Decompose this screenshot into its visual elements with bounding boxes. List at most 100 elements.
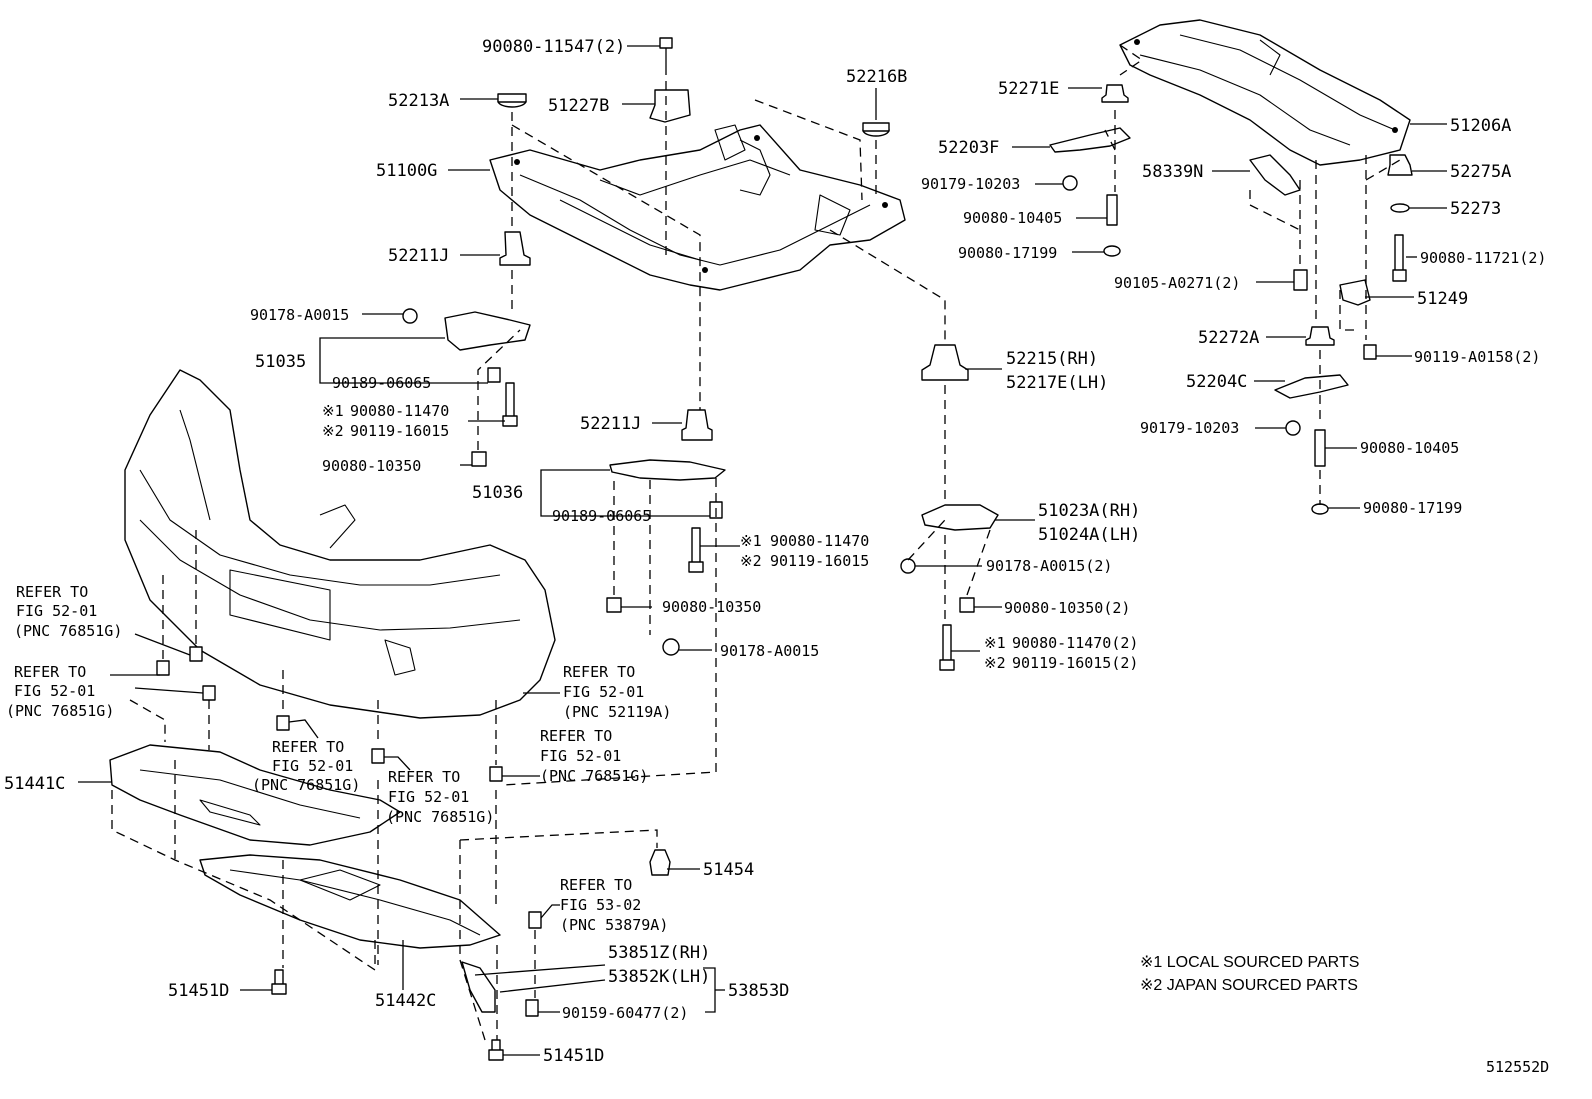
mark-1-right: ※1 xyxy=(984,634,1006,652)
label-90105-A0271-2: 90105-A0271(2) xyxy=(1114,274,1240,292)
mark-2-mid: ※2 xyxy=(740,552,762,570)
callout-labels: 90080-11547(2) 52213A 51227B 52216B 5110… xyxy=(4,37,1546,1066)
refer-line: FIG 52-01 xyxy=(14,682,95,700)
label-90189-06065-left: 90189-06065 xyxy=(332,374,431,392)
refer-line: REFER TO xyxy=(272,738,344,756)
label-90189-06065-mid: 90189-06065 xyxy=(552,507,651,525)
label-90179-10203-bot: 90179-10203 xyxy=(1140,419,1239,437)
label-90080-17199-top: 90080-17199 xyxy=(958,244,1057,262)
refer-note-4: REFER TO FIG 52-01 (PNC 76851G) xyxy=(540,727,648,785)
label-52217E-LH: 52217E(LH) xyxy=(1006,373,1108,393)
label-90119-16015-left: 90119-16015 xyxy=(350,422,449,440)
label-52211J-top: 52211J xyxy=(388,246,449,266)
label-51442C: 51442C xyxy=(375,991,436,1011)
label-51249: 51249 xyxy=(1417,289,1468,309)
refer-line: FIG 52-01 xyxy=(540,747,621,765)
label-51023A-RH: 51023A(RH) xyxy=(1038,501,1140,521)
refer-line: REFER TO xyxy=(16,583,88,601)
refer-note-6: REFER TO FIG 52-01 (PNC 76851G) xyxy=(386,768,494,826)
bumper-drawing xyxy=(124,369,556,719)
undercover-51441C-drawing xyxy=(109,744,401,846)
label-53851Z-RH: 53851Z(RH) xyxy=(608,943,710,963)
label-52272A: 52272A xyxy=(1198,328,1259,348)
label-51024A-LH: 51024A(LH) xyxy=(1038,525,1140,545)
label-51441C: 51441C xyxy=(4,774,65,794)
refer-line: (PNC 52119A) xyxy=(563,703,671,721)
crossmember-51100G-drawing xyxy=(489,124,906,291)
refer-line: REFER TO xyxy=(388,768,460,786)
label-52213A: 52213A xyxy=(388,91,449,111)
label-90080-11470-mid: 90080-11470 xyxy=(770,532,869,550)
label-51206A: 51206A xyxy=(1450,116,1511,136)
refer-note-3: REFER TO FIG 52-01 (PNC 52119A) xyxy=(563,663,671,721)
legend-notes: ※1 LOCAL SOURCED PARTS ※2 JAPAN SOURCED … xyxy=(1140,954,1359,994)
undercover-51442C-drawing xyxy=(199,854,501,949)
label-52216B: 52216B xyxy=(846,67,907,87)
label-90119-A0158-2: 90119-A0158(2) xyxy=(1414,348,1540,366)
label-90080-11721-2: 90080-11721(2) xyxy=(1420,249,1546,267)
label-51036: 51036 xyxy=(472,483,523,503)
label-90178-A0015-left: 90178-A0015 xyxy=(250,306,349,324)
dashed-assembly-lines xyxy=(111,44,1401,1041)
refer-line: REFER TO xyxy=(540,727,612,745)
label-90119-16015-2: 90119-16015(2) xyxy=(1012,654,1138,672)
label-51100G: 51100G xyxy=(376,161,437,181)
refer-line: (PNC 76851G) xyxy=(386,808,494,826)
refer-line: FIG 52-01 xyxy=(16,602,97,620)
refer-line: (PNC 76851G) xyxy=(540,767,648,785)
refer-line: (PNC 76851G) xyxy=(14,622,122,640)
refer-line: REFER TO xyxy=(563,663,635,681)
diagram-id: 512552D xyxy=(1486,1058,1549,1076)
mark-1-mid: ※1 xyxy=(740,532,762,550)
label-90178-A0015-mid: 90178-A0015 xyxy=(720,642,819,660)
label-52204C: 52204C xyxy=(1186,372,1247,392)
refer-line: (PNC 76851G) xyxy=(6,702,114,720)
label-52215-RH: 52215(RH) xyxy=(1006,349,1098,369)
crossmember-51206A-drawing xyxy=(1119,19,1411,166)
leader-lines xyxy=(78,45,1447,1056)
label-90080-10350-mid: 90080-10350 xyxy=(662,598,761,616)
refer-line: REFER TO xyxy=(560,876,632,894)
label-53852K-LH: 53852K(LH) xyxy=(608,967,710,987)
label-52273: 52273 xyxy=(1450,199,1501,219)
mark-2-right: ※2 xyxy=(984,654,1006,672)
label-90080-11547: 90080-11547(2) xyxy=(482,37,625,57)
label-52275A: 52275A xyxy=(1450,162,1511,182)
refer-line: (PNC 76851G) xyxy=(252,776,360,794)
label-90080-10405-bot: 90080-10405 xyxy=(1360,439,1459,457)
refer-line: REFER TO xyxy=(14,663,86,681)
label-90159-60477-2: 90159-60477(2) xyxy=(562,1004,688,1022)
mark-1-left: ※1 xyxy=(322,402,344,420)
refer-note-2: REFER TO FIG 52-01 (PNC 76851G) xyxy=(6,663,114,720)
label-90080-11470-left: 90080-11470 xyxy=(350,402,449,420)
label-51451D-left: 51451D xyxy=(168,981,229,1001)
refer-to-notes: REFER TO FIG 52-01 (PNC 76851G) REFER TO… xyxy=(6,583,671,934)
label-51227B: 51227B xyxy=(548,96,609,116)
label-90080-17199-bot: 90080-17199 xyxy=(1363,499,1462,517)
refer-line: FIG 52-01 xyxy=(272,757,353,775)
label-52203F: 52203F xyxy=(938,138,999,158)
note-japan-sourced: ※2 JAPAN SOURCED PARTS xyxy=(1140,977,1358,994)
refer-line: FIG 52-01 xyxy=(388,788,469,806)
note-local-sourced: ※1 LOCAL SOURCED PARTS xyxy=(1140,954,1359,971)
refer-note-1: REFER TO FIG 52-01 (PNC 76851G) xyxy=(14,583,122,640)
label-51454: 51454 xyxy=(703,860,754,880)
label-52211J-mid: 52211J xyxy=(580,414,641,434)
label-90178-A0015-2: 90178-A0015(2) xyxy=(986,557,1112,575)
label-58339N: 58339N xyxy=(1142,162,1203,182)
refer-line: FIG 52-01 xyxy=(563,683,644,701)
label-90080-10405-top: 90080-10405 xyxy=(963,209,1062,227)
label-90119-16015-mid: 90119-16015 xyxy=(770,552,869,570)
label-51035: 51035 xyxy=(255,352,306,372)
refer-note-5: REFER TO FIG 52-01 (PNC 76851G) xyxy=(252,738,360,794)
refer-line: (PNC 53879A) xyxy=(560,916,668,934)
refer-line: FIG 53-02 xyxy=(560,896,641,914)
mark-2-left: ※2 xyxy=(322,422,344,440)
label-90179-10203-top: 90179-10203 xyxy=(921,175,1020,193)
label-90080-10350-2: 90080-10350(2) xyxy=(1004,599,1130,617)
label-90080-10350-left: 90080-10350 xyxy=(322,457,421,475)
refer-note-7: REFER TO FIG 53-02 (PNC 53879A) xyxy=(560,876,668,934)
label-52271E: 52271E xyxy=(998,79,1059,99)
label-51451D-bot: 51451D xyxy=(543,1046,604,1066)
